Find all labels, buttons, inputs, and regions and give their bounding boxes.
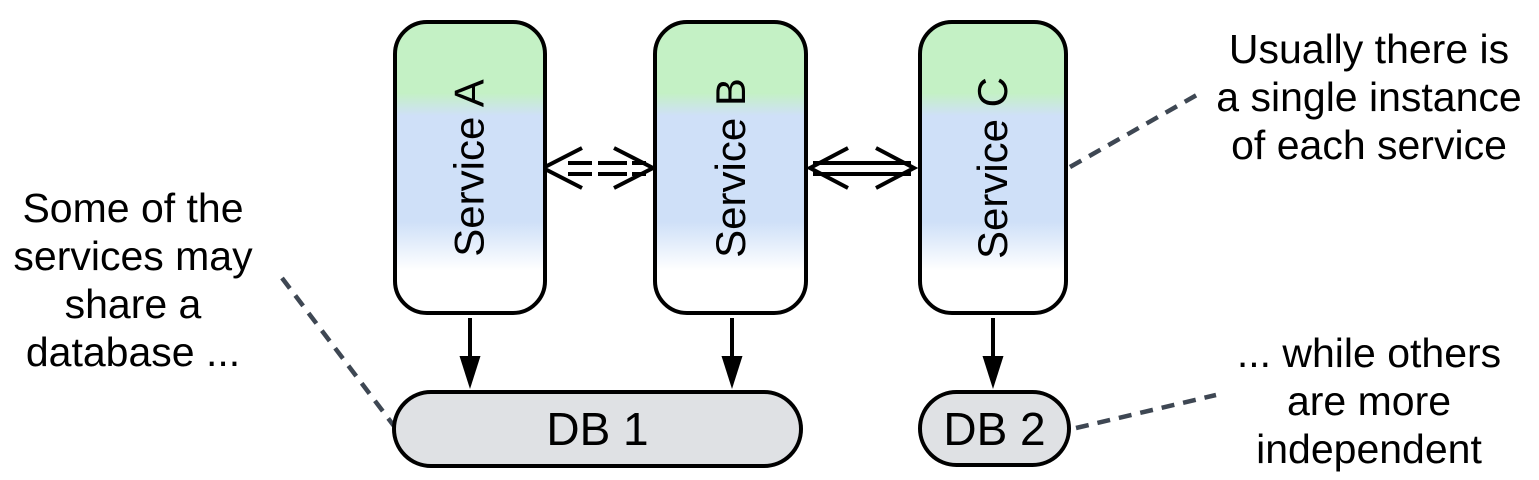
service-c-box: Service C [918, 20, 1068, 315]
annotation-single-instance: Usually there is a single instance of ea… [1216, 26, 1522, 168]
db2-box: DB 2 [918, 390, 1071, 467]
service-b-label: Service B [706, 77, 754, 258]
arrow-b-db1-head-icon [721, 356, 743, 389]
annotation-shared-database: Some of the services may share a databas… [13, 185, 253, 375]
arrow-a-b-head-right-icon [613, 146, 658, 190]
callout-line-shared-db [280, 276, 396, 428]
service-b-box: Service B [653, 20, 808, 315]
db1-box: DB 1 [392, 390, 803, 468]
callout-line-independent [1075, 392, 1217, 431]
arrow-a-b-shaft [568, 161, 646, 176]
callout-line-single-instance [1068, 90, 1204, 169]
arrow-b-c-shaft [813, 161, 911, 176]
arrow-a-db1-head-icon [459, 356, 481, 389]
arrow-c-db2-head-icon [982, 356, 1004, 389]
arrow-b-c-head-left-icon [805, 146, 849, 190]
annotation-independent: ... while others are more independent [1236, 330, 1502, 472]
arrow-b-c-head-right-icon [875, 146, 919, 190]
service-a-box: Service A [393, 20, 547, 315]
db1-label: DB 1 [546, 403, 649, 455]
db2-label: DB 2 [943, 402, 1046, 455]
service-a-label: Service A [446, 78, 494, 257]
service-c-label: Service C [969, 76, 1016, 259]
arrow-a-b-head-left-icon [538, 146, 583, 190]
